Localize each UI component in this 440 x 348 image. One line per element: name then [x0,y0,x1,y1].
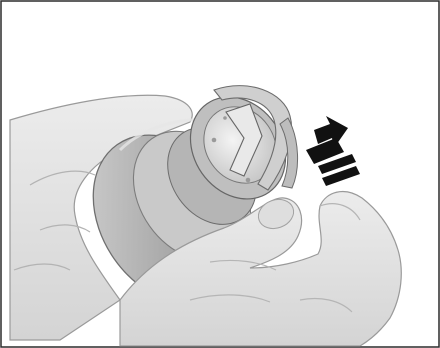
illustration-frame [0,0,440,348]
instruction-illustration [0,0,440,348]
